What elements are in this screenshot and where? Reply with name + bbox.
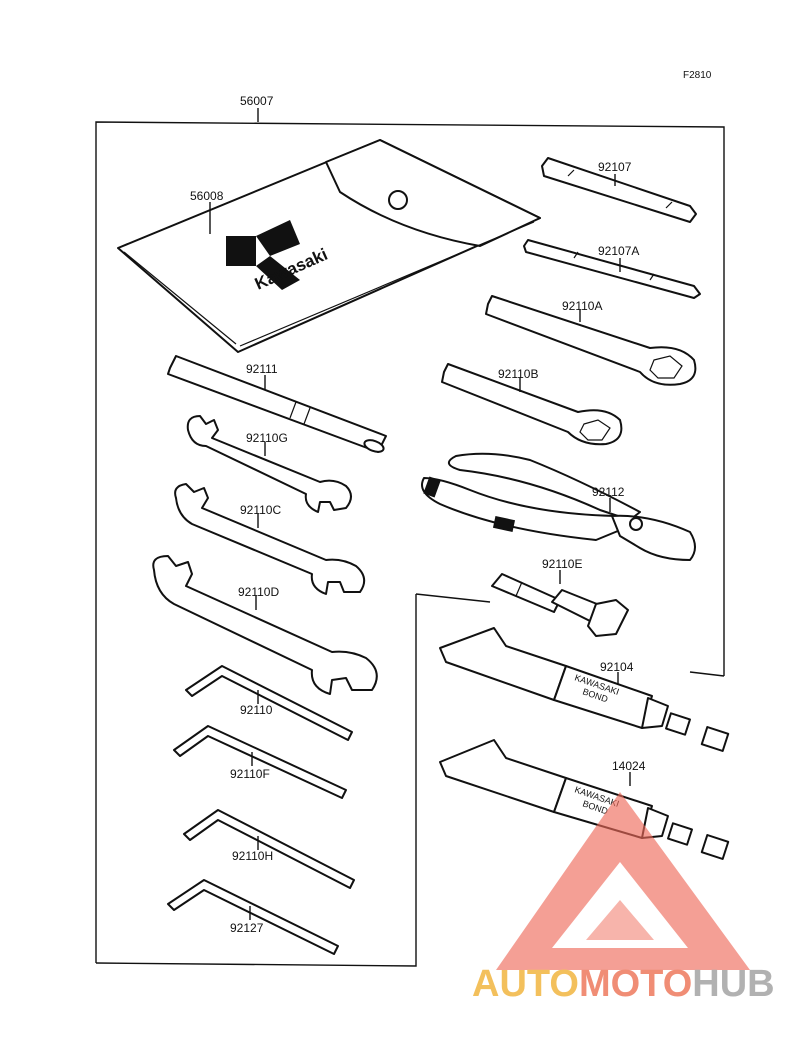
label-bag: 56008: [190, 189, 224, 203]
screwdriver-92107: [541, 157, 697, 223]
open-wrench-92110C: [174, 483, 366, 595]
screwdriver-92107A: [523, 239, 701, 299]
bond-tube-14024: KAWASAKI BOND: [439, 739, 730, 860]
label-hex: 92110: [240, 703, 273, 717]
extension-handle-92111: [167, 355, 387, 453]
hex-key-92110F: [173, 725, 347, 799]
label-plug-wrench: 92110E: [542, 557, 582, 571]
figure-code: F2810: [683, 70, 712, 81]
label-wrench-a: 92110A: [562, 299, 602, 313]
label-driver-a: 92107A: [598, 244, 639, 258]
label-hex-h: 92110H: [232, 849, 273, 863]
label-kit: 56007: [240, 94, 274, 108]
label-bond-b: 14024: [612, 759, 646, 773]
bond-tube-92104: KAWASAKI BOND: [439, 627, 730, 752]
hex-key-92110: [185, 665, 353, 741]
hex-key-92110H: [183, 809, 355, 889]
watermark-moto: MOTO: [579, 963, 692, 1005]
open-wrench-92110G: [186, 415, 352, 513]
label-pliers: 92112: [592, 485, 625, 499]
automotohub-watermark: AUTOMOTOHUB: [472, 792, 775, 1005]
label-wrench-c: 92110C: [240, 503, 281, 517]
watermark-triangle-icon: [496, 792, 750, 970]
hex-key-92127: [167, 879, 339, 955]
label-driver: 92107: [598, 160, 632, 174]
tool-bag: Kawasaki: [117, 139, 541, 353]
label-bond-a: 92104: [600, 660, 634, 674]
label-hex-127: 92127: [230, 921, 264, 935]
box-wrench-92110B: [441, 363, 623, 446]
spark-plug-wrench-92110E: [491, 573, 629, 637]
watermark-hub: HUB: [692, 963, 774, 1005]
label-hex-f: 92110F: [230, 767, 270, 781]
open-wrench-92110D: [152, 555, 378, 695]
label-wrench-d: 92110D: [238, 585, 279, 599]
pliers-92112: [421, 452, 696, 561]
box-wrench-92110A: [485, 295, 697, 386]
kit-outline: [95, 108, 725, 967]
label-wrench-b: 92110B: [498, 367, 538, 381]
label-handle: 92111: [246, 362, 278, 376]
svg-text:AUTOMOTOHUB: AUTOMOTOHUB: [472, 963, 775, 1005]
label-wrench-g: 92110G: [246, 431, 288, 445]
watermark-auto: AUTO: [472, 963, 579, 1005]
